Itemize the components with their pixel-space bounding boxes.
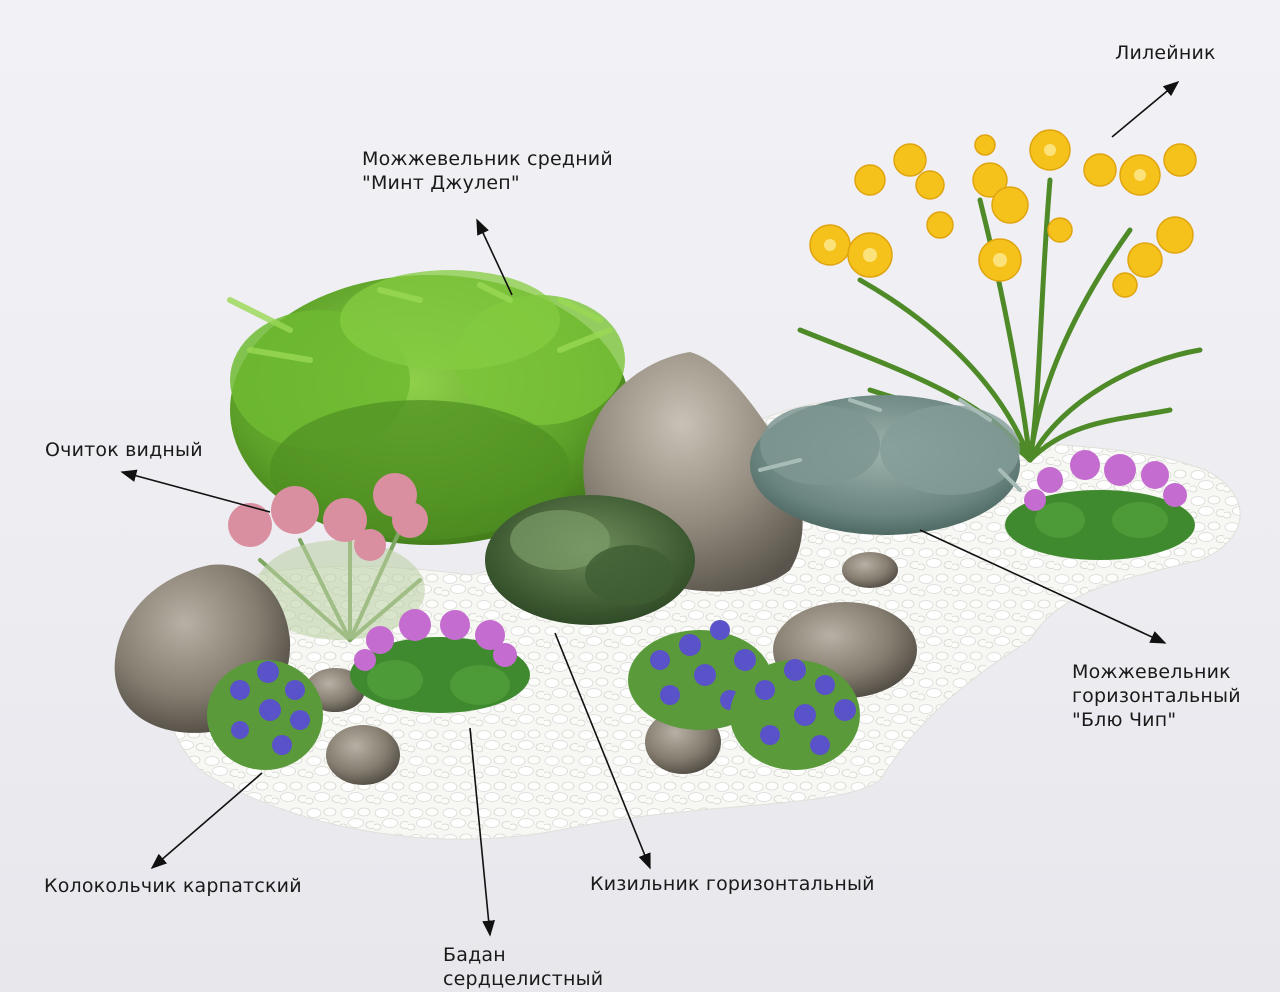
label-mozhzhevelnik-sredniy: Можжевельник средний "Минт Джулеп"	[362, 147, 613, 195]
arrow-badan	[469, 727, 495, 937]
bergenia-center	[350, 609, 530, 713]
label-lileynik: Лилейник	[1115, 41, 1216, 65]
arrow-mozhzhevelnik-gor	[919, 529, 1167, 644]
label-kolokolchik: Колокольчик карпатский	[44, 874, 302, 898]
cotoneaster-horizontal	[485, 495, 695, 625]
label-line: Лилейник	[1115, 42, 1216, 64]
label-line: Колокольчик карпатский	[44, 875, 302, 897]
label-line: Можжевельник средний	[362, 148, 613, 170]
label-line: Кизильник горизонтальный	[590, 873, 875, 895]
label-line: Можжевельник	[1072, 661, 1231, 683]
arrow-lileynik	[1111, 80, 1180, 138]
small-stone	[842, 552, 898, 588]
arrow-kizilnik	[554, 632, 651, 870]
label-line: Очиток видный	[45, 439, 203, 461]
label-badan: Бадан сердцелистный	[443, 943, 603, 991]
sedum-spectabile	[228, 473, 428, 642]
label-line: сердцелистный	[443, 968, 604, 990]
arrow-ochitok	[120, 469, 271, 513]
label-ochitok: Очиток видный	[45, 438, 203, 462]
label-line: "Минт Джулеп"	[362, 172, 520, 194]
arrow-mozhzhevelnik-sredniy	[476, 218, 513, 296]
daylily-plant	[797, 129, 1203, 463]
stone-bottom-left	[326, 725, 400, 785]
label-line: "Блю Чип"	[1072, 709, 1177, 731]
arrow-kolokolchik	[150, 772, 263, 870]
bergenia-right	[1005, 450, 1195, 560]
campanula-left	[207, 660, 323, 770]
label-kizilnik: Кизильник горизонтальный	[590, 872, 875, 896]
label-line: Бадан	[443, 944, 506, 966]
label-mozhzhevelnik-gor: Можжевельник горизонтальный "Блю Чип"	[1072, 660, 1241, 732]
label-line: горизонтальный	[1072, 685, 1241, 707]
juniper-blue-chip	[750, 395, 1022, 535]
campanula-right	[730, 659, 860, 770]
